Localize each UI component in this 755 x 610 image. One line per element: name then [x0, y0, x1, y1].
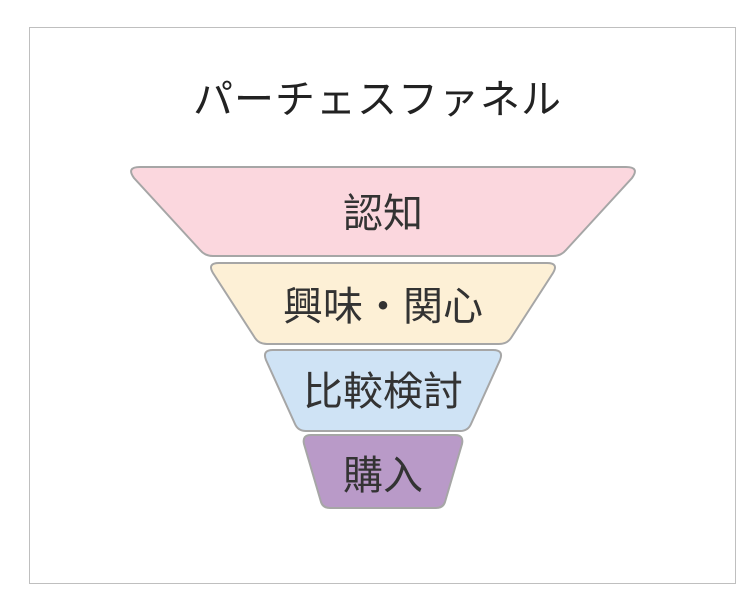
funnel-stage-interest-shape — [210, 262, 556, 345]
funnel-stage-purchase-label: 購入 — [343, 453, 423, 499]
funnel-stage-consideration-label: 比較検討 — [303, 369, 463, 415]
funnel-stage-purchase: 購入 — [302, 434, 464, 509]
funnel-stage-purchase-shape — [302, 434, 464, 509]
diagram-title: パーチェスファネル — [193, 77, 562, 123]
funnel-stage-awareness: 認知 — [130, 166, 636, 257]
funnel-stage-awareness-label: 認知 — [343, 191, 423, 237]
funnel-stage-consideration: 比較検討 — [263, 349, 503, 432]
funnel-stage-consideration-shape — [263, 349, 503, 432]
funnel-stage-awareness-shape — [130, 166, 636, 257]
funnel-stage-interest: 興味・関心 — [210, 262, 556, 345]
funnel-stage-interest-label: 興味・関心 — [283, 284, 483, 330]
